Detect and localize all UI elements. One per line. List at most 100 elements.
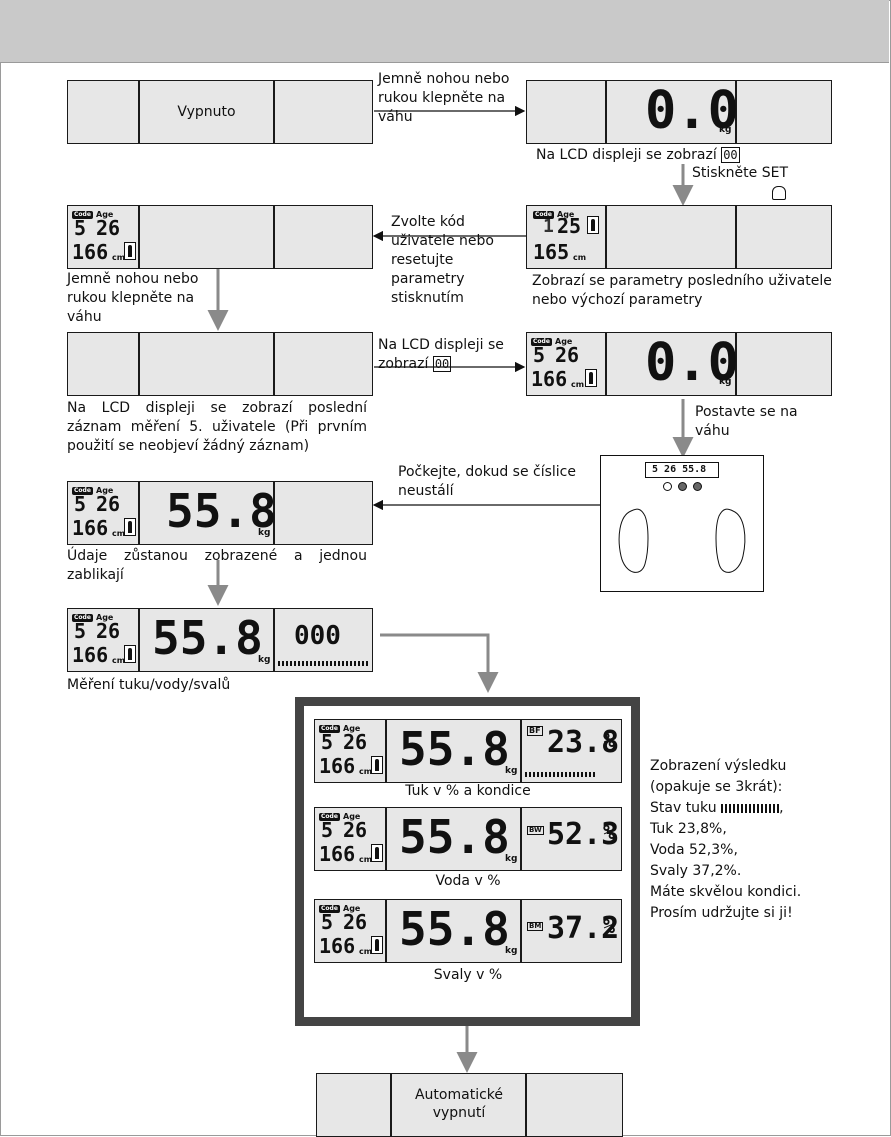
lcd-blank: [67, 332, 373, 396]
bm-percent: %: [603, 914, 616, 938]
note-line-2: (opakuje se 3krát):: [650, 779, 783, 795]
kg-unit: kg: [719, 377, 732, 387]
lcd-zero: 0.0 kg: [526, 80, 832, 144]
prev-height: 165: [533, 240, 570, 264]
lcd-shows-caption: Na LCD displeji se zobrazí 00: [536, 146, 776, 165]
code-tag: Code: [72, 487, 93, 495]
arrow-measure-to-results: [380, 633, 499, 693]
note-line-3-text: Stav tuku: [650, 800, 717, 816]
user-age: 26: [343, 818, 368, 842]
female-icon: [371, 936, 383, 954]
press-set-caption: Stiskněte SET: [692, 165, 788, 181]
choose-code-caption: Zvolte kód uživatele nebo resetujte para…: [391, 214, 494, 306]
code-tag: Code: [319, 725, 340, 733]
female-icon: [371, 756, 383, 774]
age-tag: Age: [343, 812, 361, 821]
last-params-caption: Zobrazí se parametry posledního uživatel…: [532, 273, 832, 308]
user-height: 166: [72, 643, 109, 667]
user-code: 5: [74, 216, 87, 240]
progress-dots: 000: [294, 621, 341, 651]
lcd-result-fat: Code Age 5 26 166 cm 55.8 kg BF 23.8 %: [314, 719, 622, 783]
age-tag: Age: [557, 210, 575, 219]
muscle-label: Svaly v %: [433, 967, 503, 983]
cm-unit: cm: [359, 855, 373, 864]
scale-button-set[interactable]: [663, 482, 672, 491]
user-code: 5: [74, 492, 87, 516]
blink-caption: Údaje zůstanou zobrazené a jednou zablik…: [67, 548, 367, 583]
note-line-5: Voda 52,3%,: [650, 842, 738, 858]
weight-value: 55.8: [399, 810, 510, 864]
lcd-user-zero: Code Age 5 26 166 cm 0.0 kg: [526, 332, 832, 396]
weight-value: 55.8: [152, 611, 263, 665]
bw-tag: BW: [527, 826, 544, 835]
header-bar: [0, 0, 889, 63]
age-tag: Age: [343, 904, 361, 913]
zero-glyph: 00: [432, 356, 452, 372]
bm-value: 37.2: [547, 911, 620, 946]
fat-status-bars: [721, 803, 780, 813]
wait-caption: Počkejte, dokud se číslice neustálí: [398, 464, 576, 499]
user-age: 26: [343, 910, 368, 934]
note-line-4: Tuk 23,8%,: [650, 821, 727, 837]
note-line-6: Svaly 37,2%.: [650, 863, 742, 879]
kg-unit: kg: [258, 655, 271, 665]
female-icon: [124, 518, 136, 536]
prev-age: 25: [557, 214, 582, 238]
scale-button-up[interactable]: [678, 482, 687, 491]
code-tag: Code: [533, 211, 554, 219]
code-tag: Code: [531, 338, 552, 346]
zero-glyph: 00: [721, 147, 740, 163]
weight-value: 55.8: [399, 902, 510, 956]
male-icon: [587, 216, 599, 234]
user-height: 166: [319, 934, 356, 958]
female-icon: [124, 645, 136, 663]
scale-button-down[interactable]: [693, 482, 702, 491]
user-code: 5: [533, 343, 546, 367]
weight-value: 55.8: [166, 484, 277, 538]
lcd-measuring: Code Age 5 26 166 cm 55.8 kg 000: [67, 608, 373, 672]
cm-unit: cm: [112, 529, 126, 538]
user-height: 166: [531, 367, 568, 391]
tap-instruction-1: Jemně nohou nebo rukou klepněte na váhu: [378, 71, 510, 125]
lcd-weight-stable: Code Age 5 26 166 cm 55.8 kg: [67, 481, 373, 545]
note-line-8: Prosím udržujte si ji!: [650, 905, 793, 921]
tap-instruction-2: Jemně nohou nebo rukou klepněte na váhu: [67, 271, 199, 325]
stand-caption: Postavte se na váhu: [695, 404, 798, 439]
scale-illustration: 5 26 55.8: [600, 455, 764, 592]
bf-percent: %: [603, 728, 616, 752]
scale-mini-display: 5 26 55.8: [645, 462, 719, 478]
water-label: Voda v %: [435, 873, 501, 889]
code-tag: Code: [72, 614, 93, 622]
lcd-auto-off: Automatické vypnutí: [316, 1073, 623, 1137]
user-age: 26: [96, 216, 121, 240]
user-height: 166: [319, 842, 356, 866]
zero-weight: 0.0: [645, 81, 739, 141]
scale-mini-weight: 55.8: [682, 464, 707, 475]
left-foot: [618, 508, 649, 573]
lcd-shows-text-2: Na LCD displeji se zobrazí: [378, 337, 504, 372]
off-label: Vypnuto: [177, 104, 236, 120]
note-line-7: Máte skvělou kondici.: [650, 884, 802, 900]
user-age: 26: [96, 619, 121, 643]
result-note: Zobrazení výsledku (opakuje se 3krát): S…: [650, 756, 880, 924]
age-tag: Age: [96, 486, 114, 495]
user-code: 5: [321, 730, 334, 754]
cm-unit: cm: [573, 253, 587, 262]
cm-unit: cm: [359, 767, 373, 776]
bf-value: 23.8: [547, 725, 620, 760]
bw-percent: %: [603, 820, 616, 844]
lcd-result-muscle: Code Age 5 26 166 cm 55.8 kg BM 37.2 %: [314, 899, 622, 963]
lcd-user-params: Code Age 1 25 165 cm: [526, 205, 832, 269]
kg-unit: kg: [719, 125, 732, 135]
user-code: 5: [74, 619, 87, 643]
kg-unit: kg: [505, 766, 518, 776]
female-icon: [124, 242, 136, 260]
cm-unit: cm: [359, 947, 373, 956]
bf-tag: BF: [527, 726, 543, 736]
kg-unit: kg: [505, 946, 518, 956]
auto-off-label: Automatické vypnutí: [414, 1087, 504, 1121]
bm-tag: BM: [527, 922, 544, 931]
fat-label: Tuk v % a kondice: [405, 783, 531, 799]
right-foot: [715, 508, 746, 573]
footprints: [618, 508, 746, 573]
